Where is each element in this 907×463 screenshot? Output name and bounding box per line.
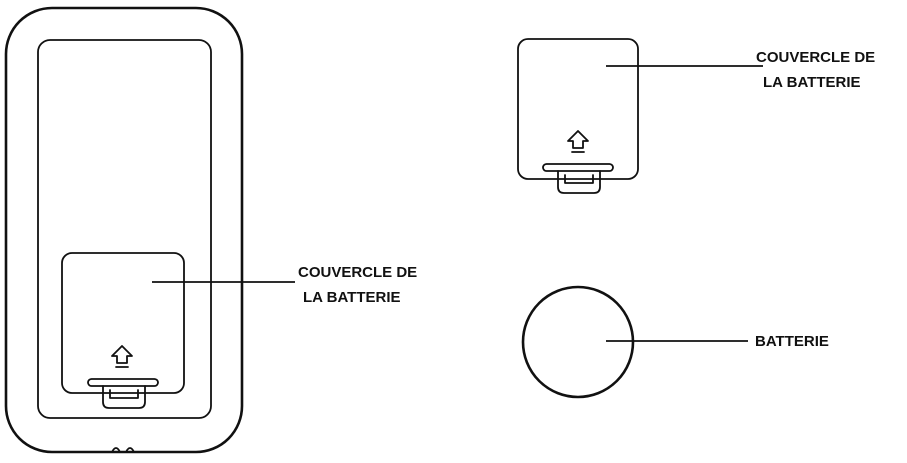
tab-icon [102,385,146,409]
detached-cover-outline [517,38,639,180]
detached-cover-slot [542,163,614,172]
up-arrow-icon [567,130,589,153]
device-cover-label: COUVERCLE DE LA BATTERIE [298,264,421,306]
battery-label: BATTERIE [755,333,829,350]
device-battery-cover [61,252,185,409]
device-outer-shell [4,6,244,454]
device-body [4,6,244,454]
battery-coin-cell [521,285,635,399]
device-battery-cover-outline [61,252,185,394]
tab-icon [557,170,601,194]
detached-cover-label: COUVERCLE DE LA BATTERIE [756,49,879,91]
device-inner-panel [37,39,212,419]
up-arrow-icon [111,345,133,368]
device-bottom-notch-icon [111,447,135,453]
detached-battery-cover [517,38,639,194]
cover-slot [87,378,159,387]
